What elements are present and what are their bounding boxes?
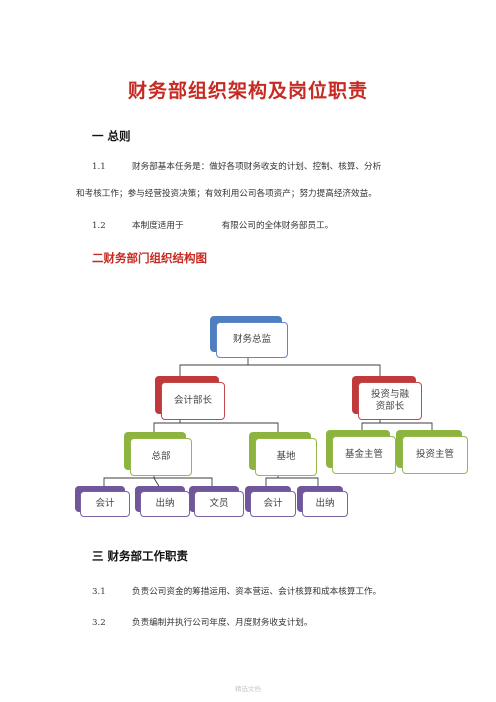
org-node-cfo: 财务总监 (216, 322, 288, 358)
connector-acct-to-base (180, 422, 279, 434)
org-node-investment-head: 投资与融资部长 (358, 382, 422, 420)
org-node-hq-clerk: 文员 (194, 491, 244, 517)
paragraph-text-b: 有限公司的全体财务部员工。 (221, 221, 334, 231)
paragraph-text-a: 本制度适用于 (132, 221, 184, 231)
connector-invest-to-investmgr (380, 422, 433, 432)
paragraph-text: 负责编制并执行公司年度、月度财务收支计划。 (132, 618, 313, 628)
connector-hq-to-clerk (154, 477, 213, 488)
org-node-investment-manager: 投资主管 (402, 436, 468, 474)
org-node-accounting-head: 会计部长 (161, 382, 225, 420)
section-heading-org-chart: 二财务部门组织结构图 (92, 251, 207, 265)
paragraph-1-1-line1: 1.1 财务部基本任务是：做好各项财务收支的计划、控制、核算、分析 (92, 160, 381, 172)
paragraph-1-1-line2: 和考核工作；参与经营投资决策；有效利用公司各项资产；努力提高经济效益。 (76, 189, 377, 199)
paragraph-1-2: 1.2 本制度适用于 有限公司的全体财务部员工。 (92, 219, 333, 231)
org-node-base: 基地 (255, 438, 317, 476)
connector-top-to-acct (179, 353, 249, 378)
paragraph-number: 3.1 (92, 587, 106, 597)
org-node-hq-cashier: 出纳 (140, 491, 190, 517)
org-node-hq-accountant: 会计 (80, 491, 130, 517)
paragraph-3-2: 3.2 负责编制并执行公司年度、月度财务收支计划。 (92, 616, 312, 628)
section-heading-duties: 三 财务部工作职责 (92, 549, 189, 563)
org-node-headquarters: 总部 (130, 438, 192, 476)
paragraph-3-1: 3.1 负责公司资金的筹措运用、资本营运、会计核算和成本核算工作。 (92, 585, 381, 597)
paragraph-number: 3.2 (92, 618, 106, 628)
connector-base-to-cashier (278, 477, 319, 488)
connector-top-to-invest (248, 364, 381, 378)
org-node-base-accountant: 会计 (250, 491, 296, 517)
paragraph-number: 1.1 (92, 162, 106, 172)
paragraph-text: 负责公司资金的筹措运用、资本营运、会计核算和成本核算工作。 (132, 587, 382, 597)
org-node-base-cashier: 出纳 (302, 491, 348, 517)
paragraph-number: 1.2 (92, 221, 106, 231)
footer-watermark: 精选文档 (235, 685, 261, 693)
page-title: 财务部组织架构及岗位职责 (127, 80, 368, 102)
paragraph-text: 财务部基本任务是：做好各项财务收支的计划、控制、核算、分析 (132, 162, 382, 172)
section-heading-general: 一 总则 (92, 129, 131, 143)
org-node-fund-manager: 基金主管 (332, 436, 396, 474)
